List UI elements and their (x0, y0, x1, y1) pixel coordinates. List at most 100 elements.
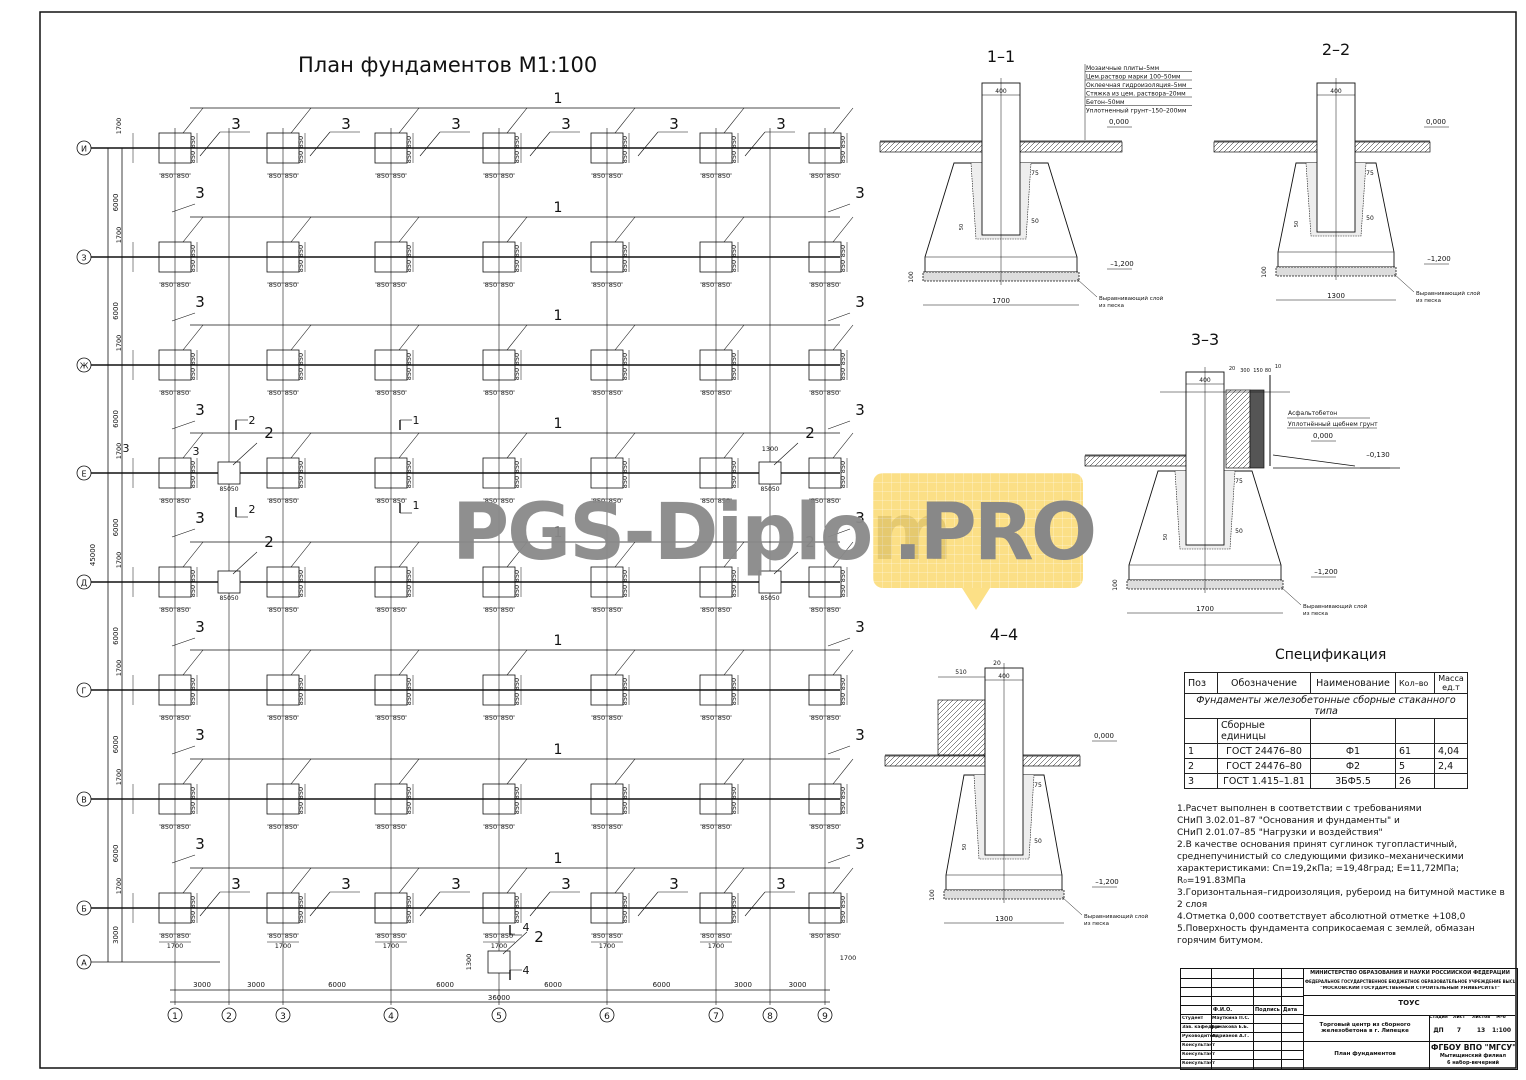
dim-850: 850 (839, 570, 847, 582)
dim-850: 850 (609, 823, 621, 831)
tb-person: Ермакова Е.Б. (1212, 1025, 1249, 1030)
dim-850: 850 (702, 497, 714, 505)
hatch-line (1303, 142, 1315, 152)
axis-label-row: И (81, 145, 87, 154)
foundation-f1 (158, 241, 192, 273)
leader (182, 649, 204, 676)
foundation-f1 (266, 674, 300, 706)
dim-850: 850 (811, 497, 823, 505)
hatch-line (1218, 142, 1230, 152)
dim-row-spacing: 6000 (112, 410, 120, 428)
dim-1700: 1700 (115, 118, 123, 135)
hatch-line (1394, 142, 1406, 152)
dim-850: 850 (593, 172, 605, 180)
dim-1700: 1700 (115, 878, 123, 895)
dim-850: 850 (377, 823, 389, 831)
dim-1700: 1700 (491, 942, 508, 950)
dim-850: 850 (827, 606, 839, 614)
hatch-line (924, 142, 936, 152)
axis-label-row: Г (82, 687, 87, 696)
dim-850: 850 (718, 823, 730, 831)
dim-total-rows: 45000 (89, 544, 97, 566)
hatch-line (1134, 456, 1146, 466)
dim-850: 850 (405, 476, 413, 488)
strap-3-mark: 3 (855, 726, 865, 744)
hatch-line (934, 142, 946, 152)
hatch-line (1298, 142, 1310, 152)
dim-850: 850 (621, 151, 629, 163)
dim-850: 850 (730, 136, 738, 148)
leader (182, 867, 204, 894)
dim-850: 850 (297, 911, 305, 923)
hatch-line (938, 700, 959, 721)
dim-1300: 1300 (762, 445, 779, 453)
dim-col-spacing: 3000 (247, 981, 265, 989)
dim-850: 850 (513, 461, 521, 473)
axis-bubble-В (76, 791, 92, 807)
leader (832, 432, 854, 459)
dim-850: 850 (393, 281, 405, 289)
hatch-line (1258, 142, 1270, 152)
hatch-line (934, 756, 946, 766)
hatch-line (1243, 142, 1255, 152)
dim-850: 85050 (760, 595, 779, 602)
dim-850: 850 (189, 151, 197, 163)
hatch-line (1069, 142, 1081, 152)
axis-label-col: 2 (226, 1012, 232, 1022)
layer-label: Цем.раствор марки 100–50мм (1086, 74, 1181, 81)
hatch-line (929, 142, 941, 152)
hatch-line (1227, 445, 1250, 468)
tb-project: Торговый центр из сборного железобетона … (1319, 1022, 1411, 1034)
hatch-line (952, 722, 985, 755)
dim-850: 850 (702, 281, 714, 289)
dim-850: 850 (297, 151, 305, 163)
hatch-line (1263, 142, 1275, 152)
leader (502, 931, 528, 955)
dim-850: 850 (718, 389, 730, 397)
hatch-line (885, 756, 891, 762)
hatch-line (1379, 142, 1391, 152)
hatch-line (1154, 456, 1166, 466)
plan-title: План фундаментов М1:100 (298, 53, 597, 77)
leader (171, 528, 196, 538)
f2-mark: 2 (805, 533, 815, 551)
dim-850: 850 (189, 476, 197, 488)
spec-title: Спецификация (1275, 647, 1387, 663)
foundation-f1 (808, 457, 842, 489)
dim-850: 850 (269, 389, 281, 397)
dim-850: 850 (513, 151, 521, 163)
leader (723, 541, 745, 568)
dim-850: 850 (161, 714, 173, 722)
sections: 1–140075505010017000,000–1,200Выравниваю… (879, 40, 1481, 927)
dim-850: 850 (839, 461, 847, 473)
dim-850: 850 (702, 823, 714, 831)
dim-850: 850 (297, 368, 305, 380)
hatch-line (1409, 142, 1421, 152)
dim-850: 850 (269, 823, 281, 831)
tb-org: ФГБОУ ВПО "МГСУ" (1431, 1043, 1515, 1052)
dim-row-spacing: 6000 (112, 845, 120, 863)
leader (309, 891, 331, 917)
dim-850: 850 (297, 570, 305, 582)
hatch-line (1023, 756, 1029, 762)
leader (723, 107, 745, 134)
dim-850: 850 (621, 787, 629, 799)
dim-label: 0,000 (1094, 732, 1114, 740)
hatch-line (1054, 142, 1066, 152)
axis-label-row: Д (81, 579, 87, 588)
hatch-line (1164, 456, 1176, 466)
hatch-line (1384, 142, 1396, 152)
hatch-line (880, 142, 881, 143)
strap-3-mark: 3 (776, 875, 786, 893)
dim-850: 850 (702, 172, 714, 180)
axis-bubble-6 (599, 1007, 615, 1023)
leader (506, 758, 528, 785)
dim-col-spacing: 3000 (789, 981, 807, 989)
leader (171, 745, 196, 755)
dim-850: 850 (839, 368, 847, 380)
dim-850: 850 (269, 714, 281, 722)
hatch-line (1024, 142, 1036, 152)
leader (827, 528, 851, 538)
dim-850: 850 (501, 606, 513, 614)
leader (529, 131, 551, 157)
